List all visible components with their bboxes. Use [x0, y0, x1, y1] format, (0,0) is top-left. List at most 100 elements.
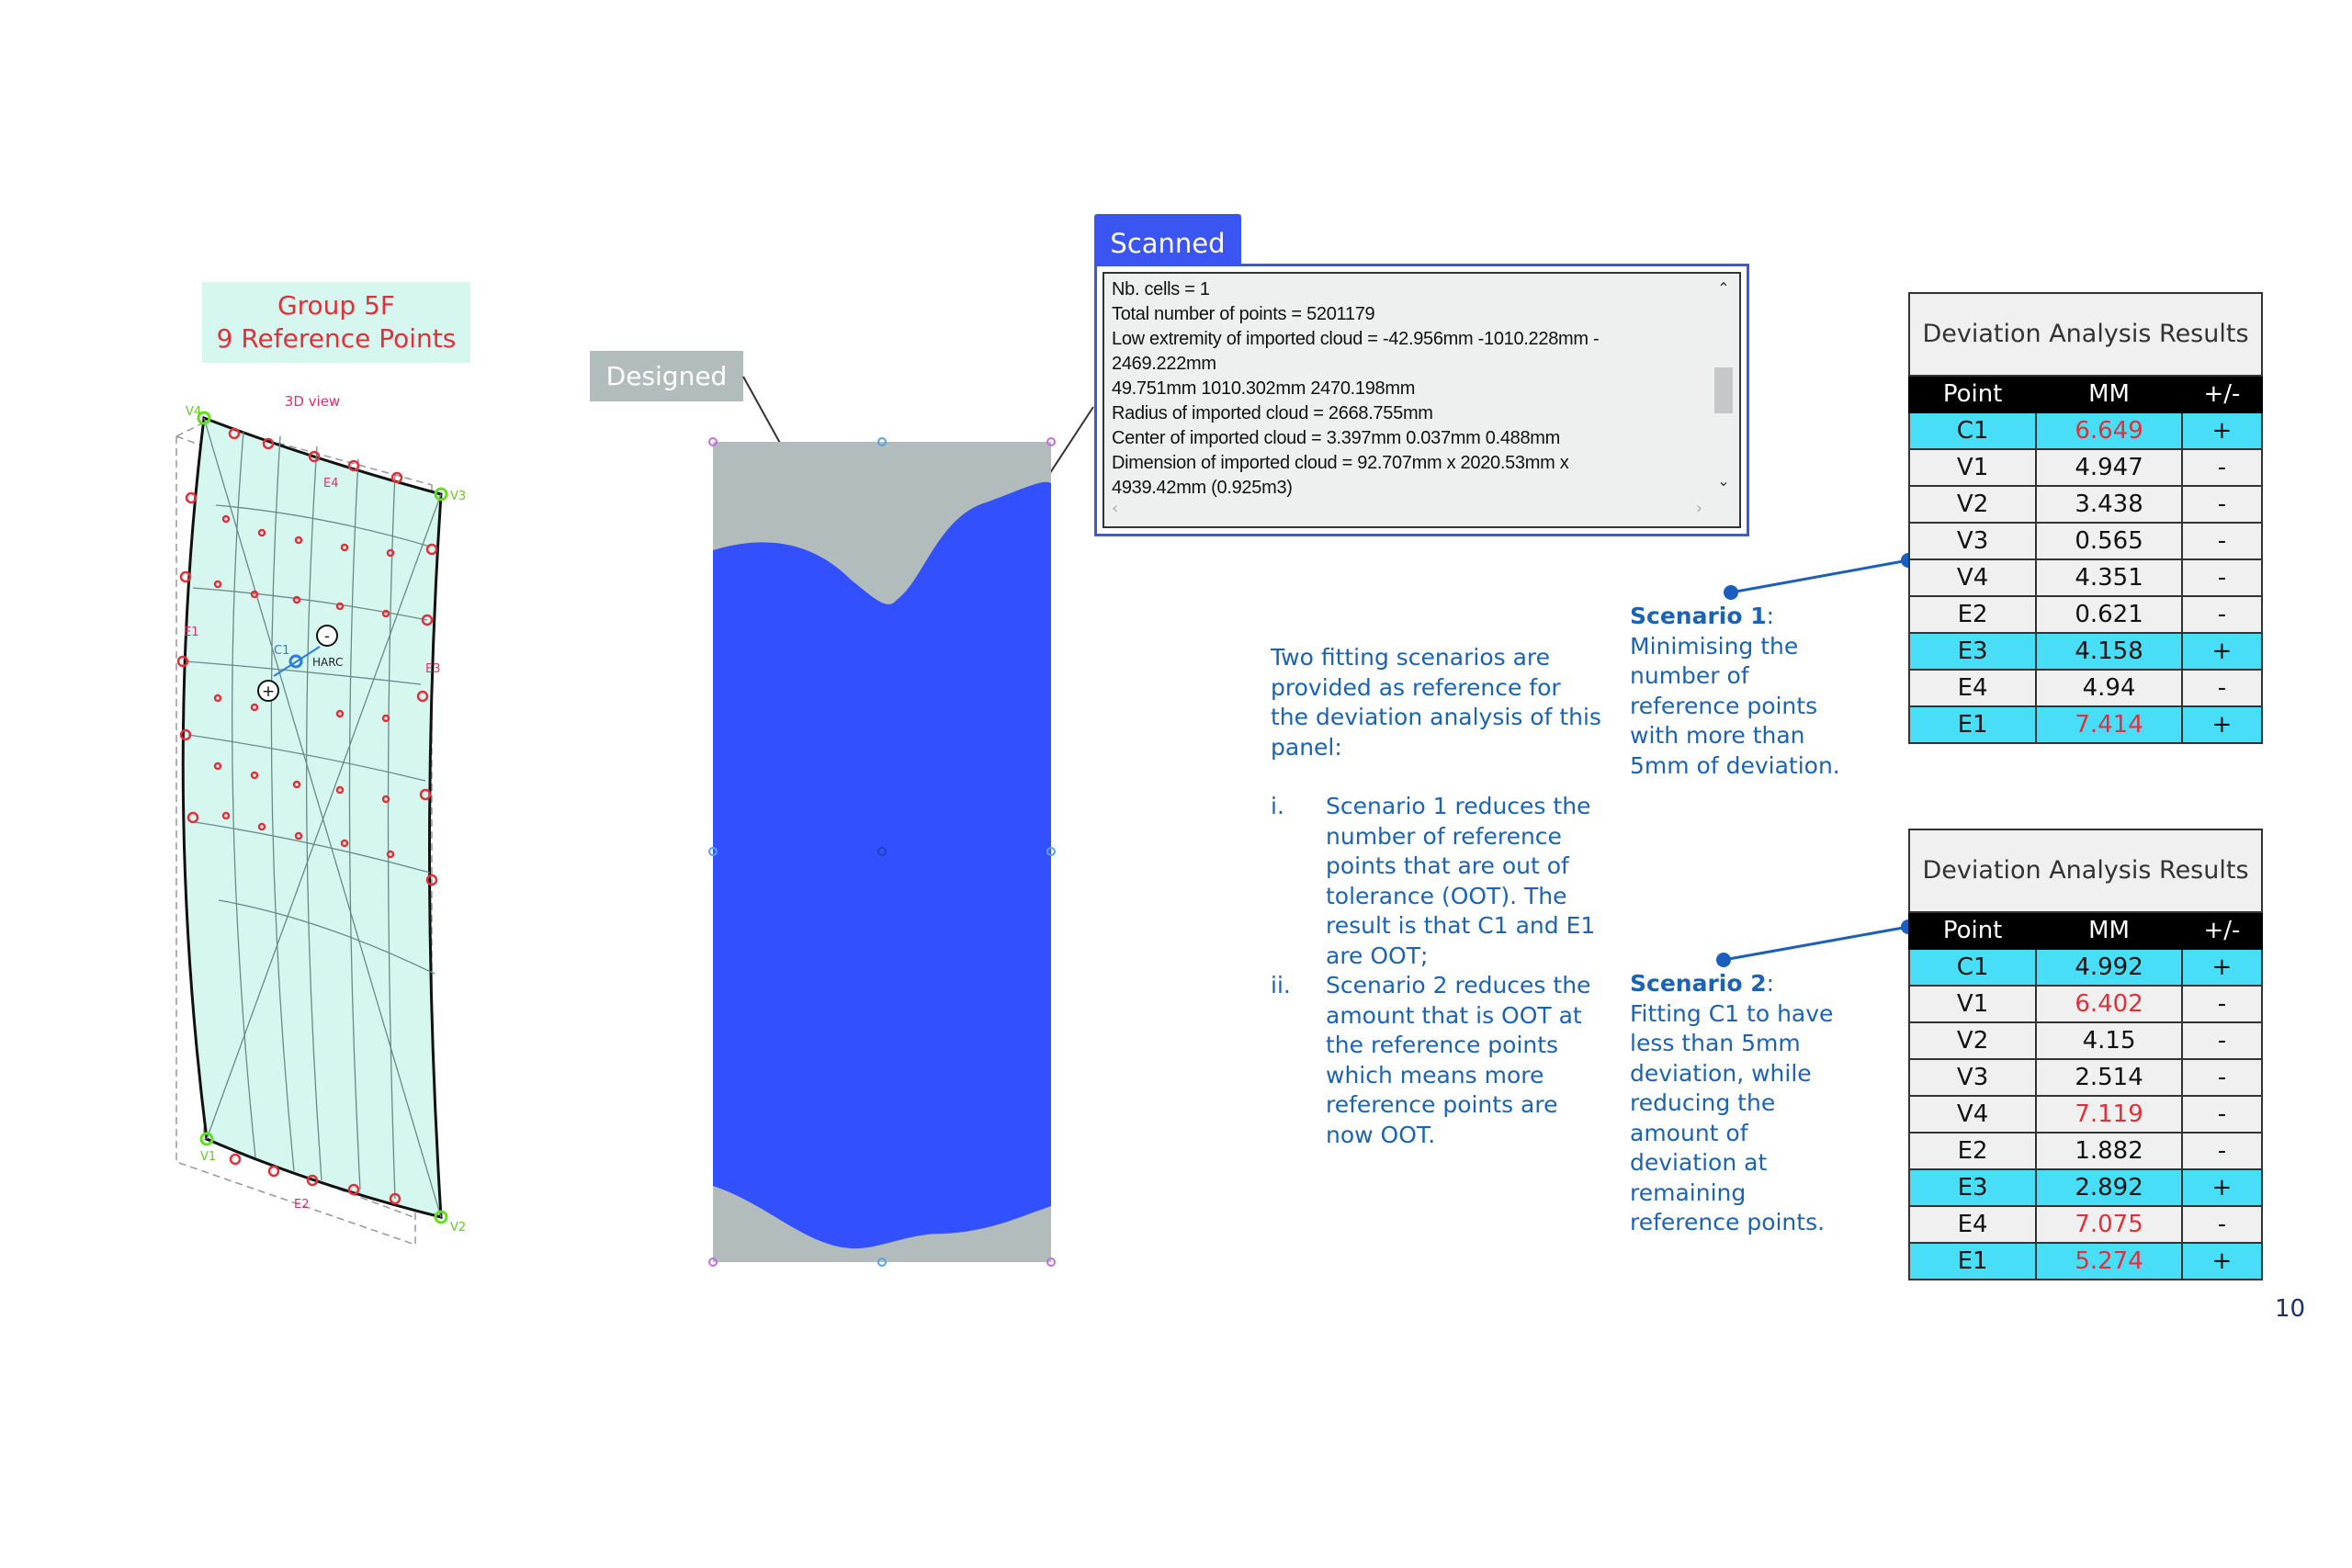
plus-symbol: + — [262, 682, 275, 701]
scanned-label: Scanned — [1094, 214, 1241, 265]
sign-cell: - — [2180, 1021, 2264, 1060]
deviation-mm-cell: 7.414 — [2035, 705, 2183, 744]
table-title: Deviation Analysis Results — [1908, 829, 2263, 913]
edge-label-e2: E2 — [294, 1198, 310, 1212]
column-header: Point — [1907, 375, 2038, 413]
scroll-down-icon[interactable]: ⌄ — [1717, 472, 1730, 490]
sign-cell: - — [2180, 485, 2264, 524]
deviation-mm-cell: 7.075 — [2035, 1205, 2183, 1244]
center-label-c1: C1 — [274, 644, 289, 658]
deviation-mm-cell: 0.621 — [2035, 595, 2183, 634]
designed-label: Designed — [590, 351, 743, 401]
description-item: i. Scenario 1 reduces the number of refe… — [1271, 792, 1601, 971]
edge-label-e1: E1 — [184, 626, 199, 639]
sign-cell: - — [2180, 595, 2264, 634]
point-cell: V3 — [1907, 1058, 2038, 1097]
deviation-mm-cell: 6.649 — [2035, 412, 2183, 450]
table-row: V4 7.119 - — [1907, 1095, 2264, 1134]
deviation-mm-cell: 4.351 — [2035, 558, 2183, 597]
info-line: Total number of points = 5201179 — [1112, 304, 1375, 324]
sign-cell: - — [2180, 1058, 2264, 1097]
vertex-label-v3: V3 — [450, 490, 466, 503]
vertex-label-v4: V4 — [186, 405, 201, 419]
scenario2-note: Scenario 2: Fitting C1 to have less than… — [1630, 970, 1834, 1235]
description-intro: Two fitting scenarios are provided as re… — [1271, 644, 1601, 761]
vertical-scrollbar[interactable]: ⌃ ⌄ — [1712, 277, 1736, 490]
minus-symbol: - — [324, 627, 330, 646]
table-row: E3 2.892 + — [1907, 1168, 2264, 1207]
table-row: E2 1.882 - — [1907, 1132, 2264, 1170]
deviation-mm-cell: 4.158 — [2035, 632, 2183, 671]
table-row: E1 5.274 + — [1907, 1242, 2264, 1280]
info-line: Radius of imported cloud = 2668.755mm — [1112, 403, 1433, 423]
vertex-markers — [197, 411, 448, 1224]
point-cell: E3 — [1907, 632, 2038, 671]
sign-cell: + — [2180, 632, 2264, 671]
table-row: C1 6.649 + — [1907, 412, 2264, 450]
edge-label-e4: E4 — [323, 477, 339, 491]
page-number: 10 — [2275, 1295, 2306, 1323]
sign-cell: - — [2180, 522, 2264, 560]
item-number: ii. — [1271, 972, 1291, 998]
scenario2-connector — [1723, 925, 1909, 962]
column-header: +/- — [2180, 911, 2264, 950]
point-cell: E1 — [1907, 705, 2038, 744]
sign-cell: + — [2180, 1168, 2264, 1207]
scanned-surface — [713, 481, 1051, 1249]
group-label: Group 5F 9 Reference Points — [202, 282, 470, 363]
scenario1-title: Scenario 1 — [1630, 603, 1767, 629]
sign-cell: - — [2180, 669, 2264, 707]
sign-cell: - — [2180, 985, 2264, 1023]
reference-points-count: 9 Reference Points — [216, 323, 457, 354]
description-item: ii. Scenario 2 reduces the amount that i… — [1271, 971, 1601, 1150]
deviation-mm-cell: 3.438 — [2035, 485, 2183, 524]
scroll-left-icon[interactable]: ‹ — [1112, 499, 1119, 518]
table-row: V4 4.351 - — [1907, 558, 2264, 597]
scenario1-text: Minimising the number of reference point… — [1630, 632, 1840, 779]
vertex-label-v1: V1 — [200, 1150, 216, 1164]
designed-connector — [742, 376, 801, 480]
info-line: 49.751mm 1010.302mm 2470.198mm — [1112, 378, 1416, 399]
point-cell: E1 — [1907, 1242, 2038, 1280]
table-row: E4 7.075 - — [1907, 1205, 2264, 1244]
deviation-mm-cell: 5.274 — [2035, 1242, 2183, 1280]
column-header: MM — [2035, 911, 2183, 950]
edge-label-e3: E3 — [425, 662, 441, 676]
item-number: i. — [1271, 793, 1284, 819]
table-row: V3 0.565 - — [1907, 522, 2264, 560]
3d-view-label: 3D view — [285, 393, 340, 410]
info-line: Low extremity of imported cloud = -42.95… — [1112, 329, 1600, 349]
item-text: Scenario 1 reduces the number of referen… — [1326, 793, 1596, 969]
table-row: E1 7.414 + — [1907, 705, 2264, 744]
deviation-mm-cell: 4.15 — [2035, 1021, 2183, 1060]
table-title: Deviation Analysis Results — [1908, 292, 2263, 377]
reference-point-markers — [176, 427, 438, 1205]
point-cell: E2 — [1907, 1132, 2038, 1170]
deviation-mm-cell: 4.94 — [2035, 669, 2183, 707]
deviation-mm-cell: 2.514 — [2035, 1058, 2183, 1097]
horizontal-scrollbar[interactable]: ‹ › — [1108, 497, 1706, 523]
point-cell: E3 — [1907, 1168, 2038, 1207]
deviation-mm-cell: 0.565 — [2035, 522, 2183, 560]
scrollbar-thumb[interactable] — [1714, 367, 1733, 413]
table-row: V1 6.402 - — [1907, 985, 2264, 1023]
point-cell: V4 — [1907, 1095, 2038, 1134]
sign-cell: + — [2180, 948, 2264, 987]
group-name: Group 5F — [277, 290, 396, 321]
table-row: C1 4.992 + — [1907, 948, 2264, 987]
scroll-up-icon[interactable]: ⌃ — [1717, 279, 1730, 297]
scroll-right-icon[interactable]: › — [1695, 499, 1702, 518]
column-header: MM — [2035, 375, 2183, 413]
sign-cell: - — [2180, 1095, 2264, 1134]
table-row: V2 4.15 - — [1907, 1021, 2264, 1060]
deviation-mm-cell: 7.119 — [2035, 1095, 2183, 1134]
info-line: 2469.222mm — [1112, 354, 1216, 374]
deviation-mm-cell: 4.947 — [2035, 448, 2183, 487]
table-row: V1 4.947 - — [1907, 448, 2264, 487]
deviation-mm-cell: 6.402 — [2035, 985, 2183, 1023]
designed-surface — [713, 442, 1051, 1262]
point-cell: E4 — [1907, 1205, 2038, 1244]
point-cell: V2 — [1907, 485, 2038, 524]
